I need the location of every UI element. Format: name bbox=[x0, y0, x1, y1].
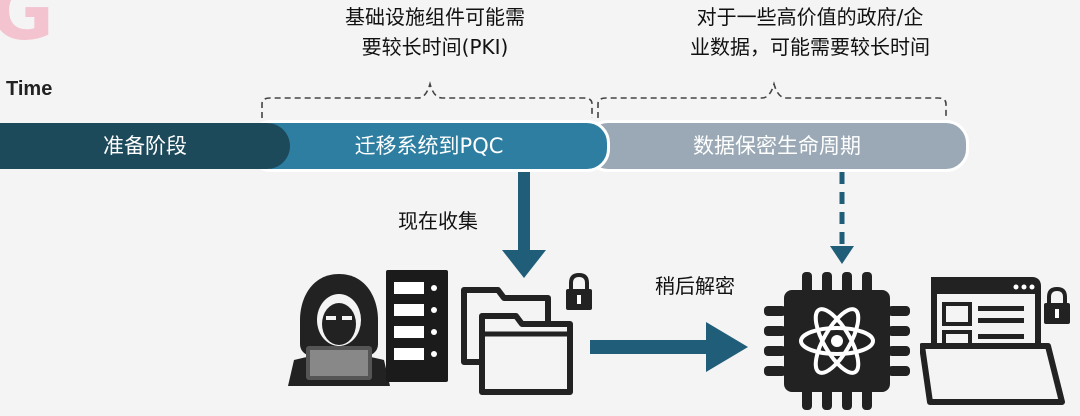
decrypt-later-label: 稍后解密 bbox=[655, 274, 735, 298]
folders-icon bbox=[461, 287, 573, 395]
data-note-line2: 业数据，可能需要较长时间 bbox=[690, 35, 930, 59]
infrastructure-note: 基础设施组件可能需 要较长时间(PKI) bbox=[285, 2, 585, 62]
infrastructure-note-line2: 要较长时间(PKI) bbox=[361, 35, 509, 59]
collect-arrow bbox=[502, 172, 546, 278]
braces bbox=[261, 81, 947, 118]
decrypt-dashed-arrow bbox=[830, 172, 854, 264]
phase-prepare: 准备阶段 bbox=[0, 123, 290, 169]
brace-migration bbox=[261, 81, 593, 118]
phase-migrate-pqc: 迁移系统到PQC bbox=[248, 120, 610, 172]
browser-icon bbox=[920, 277, 1065, 405]
logo-watermark: G bbox=[0, 0, 55, 58]
time-axis-label: Time bbox=[6, 78, 53, 100]
quantum-chip-icon bbox=[764, 272, 910, 410]
phase-data-lifecycle: 数据保密生命周期 bbox=[585, 120, 969, 172]
infrastructure-note-line1: 基础设施组件可能需 bbox=[345, 5, 525, 29]
collect-now-label: 现在收集 bbox=[398, 209, 478, 233]
hacker-icon bbox=[288, 274, 390, 386]
data-note-line1: 对于一些高价值的政府/企 bbox=[696, 5, 924, 29]
server-icon bbox=[386, 270, 448, 382]
data-note: 对于一些高价值的政府/企 业数据，可能需要较长时间 bbox=[640, 2, 980, 62]
lock-icon-document bbox=[1044, 286, 1070, 324]
brace-lifecycle bbox=[597, 81, 947, 118]
lock-icon bbox=[566, 272, 592, 310]
transfer-arrow bbox=[590, 322, 748, 372]
